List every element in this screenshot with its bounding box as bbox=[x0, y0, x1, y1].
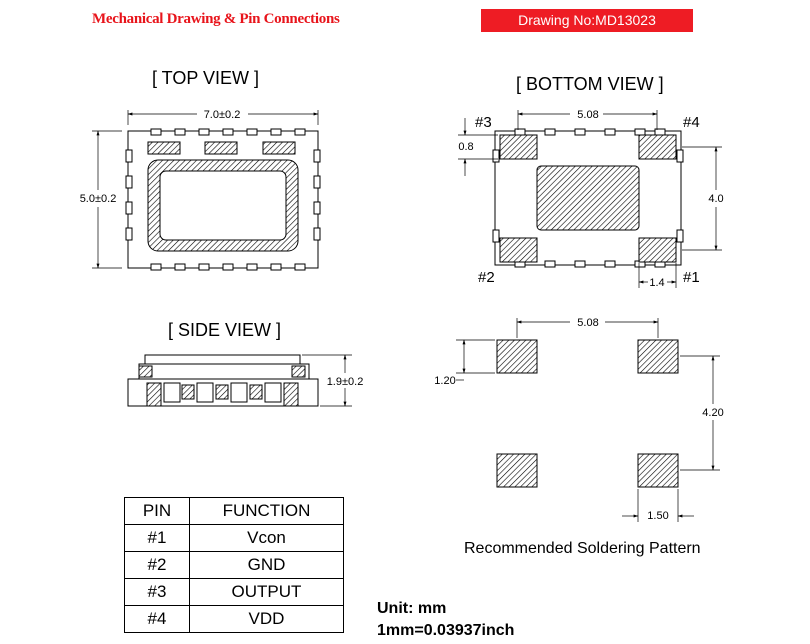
drawing-number-badge: Drawing No:MD13023 bbox=[481, 9, 693, 32]
table-row: #4 VDD bbox=[124, 605, 344, 633]
top-width-dim: 7.0±0.2 bbox=[204, 109, 241, 121]
table-row: #1 Vcon bbox=[124, 524, 344, 552]
side-view-label: [ SIDE VIEW ] bbox=[168, 320, 282, 340]
bottom-pitch-x-dim: 5.08 bbox=[577, 109, 598, 121]
bottom-view-label: [ BOTTOM VIEW ] bbox=[516, 74, 664, 94]
pin-4-label: #4 bbox=[683, 114, 700, 131]
table-row: #2 GND bbox=[124, 551, 344, 579]
side-view-drawing bbox=[127, 354, 352, 407]
pin-3-label: #3 bbox=[475, 114, 492, 131]
table-row: #3 OUTPUT bbox=[124, 578, 344, 606]
drawing-title: Mechanical Drawing & Pin Connections bbox=[92, 11, 340, 27]
pin-cell: #1 bbox=[124, 524, 190, 552]
top-height-dim: 5.0±0.2 bbox=[80, 193, 117, 205]
bottom-pitch-y-dim: 4.0 bbox=[708, 193, 723, 205]
function-column-header: FUNCTION bbox=[189, 497, 344, 525]
solder-pitch-x-dim: 5.08 bbox=[577, 317, 598, 329]
top-view-drawing bbox=[92, 110, 321, 271]
bottom-view-drawing bbox=[458, 110, 722, 288]
unit-conversion: 1mm=0.03937inch bbox=[377, 622, 515, 639]
pin-column-header: PIN bbox=[124, 497, 190, 525]
pin-cell: #2 bbox=[124, 551, 190, 579]
solder-pattern-drawing bbox=[456, 318, 720, 522]
top-view-label: [ TOP VIEW ] bbox=[152, 68, 260, 88]
solder-pitch-y-dim: 4.20 bbox=[702, 407, 723, 419]
solder-pattern-caption: Recommended Soldering Pattern bbox=[464, 540, 701, 557]
bottom-pad-width-dim: 1.4 bbox=[649, 277, 664, 289]
function-cell: GND bbox=[189, 551, 344, 579]
function-cell: VDD bbox=[189, 605, 344, 633]
function-cell: Vcon bbox=[189, 524, 344, 552]
side-height-dim: 1.9±0.2 bbox=[327, 376, 364, 388]
solder-pad-height-dim: 1.20 bbox=[434, 375, 455, 387]
pin-2-label: #2 bbox=[478, 269, 495, 286]
table-header-row: PIN FUNCTION bbox=[124, 497, 344, 525]
pin-function-table: PIN FUNCTION #1 Vcon #2 GND #3 OUTPUT #4… bbox=[124, 497, 344, 633]
pin-1-label: #1 bbox=[683, 269, 700, 286]
solder-pad-width-dim: 1.50 bbox=[647, 510, 668, 522]
unit-label: Unit: mm bbox=[377, 600, 447, 617]
pin-cell: #3 bbox=[124, 578, 190, 606]
function-cell: OUTPUT bbox=[189, 578, 344, 606]
bottom-pad-height-dim: 0.8 bbox=[458, 141, 473, 153]
pin-cell: #4 bbox=[124, 605, 190, 633]
